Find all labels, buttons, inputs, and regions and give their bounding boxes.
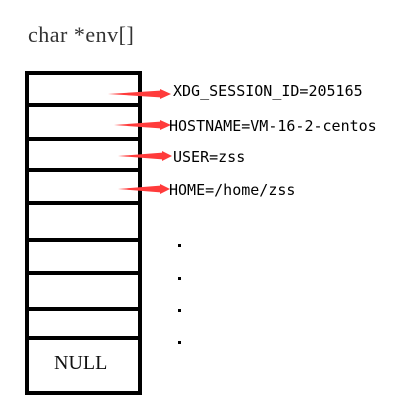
- cell-divider: [25, 103, 142, 107]
- cell-divider: [25, 238, 142, 242]
- arrow-entry-1: [108, 89, 171, 99]
- env-entry-label: HOSTNAME=VM-16-2-centos: [169, 117, 377, 135]
- env-entry-label: HOME=/home/zss: [169, 181, 296, 199]
- cell-divider: [25, 336, 142, 340]
- arrow-entry-2: [114, 120, 171, 130]
- cell-divider: [25, 271, 142, 275]
- null-terminator-label: NULL: [54, 352, 108, 374]
- arrow-entry-3: [118, 151, 172, 161]
- ellipsis-dot: [178, 341, 181, 344]
- cell-divider: [25, 168, 142, 172]
- cell-divider: [25, 307, 142, 311]
- env-entry-label: XDG_SESSION_ID=205165: [173, 82, 363, 100]
- cell-divider: [25, 201, 142, 205]
- env-array-box: [25, 71, 142, 395]
- ellipsis-dot: [178, 309, 181, 312]
- ellipsis-dot: [178, 277, 181, 280]
- ellipsis-dot: [178, 244, 181, 247]
- diagram-title: char *env[]: [28, 22, 135, 47]
- cell-divider: [25, 137, 142, 141]
- env-entry-label: USER=zss: [173, 148, 246, 166]
- arrow-entry-4: [118, 184, 170, 194]
